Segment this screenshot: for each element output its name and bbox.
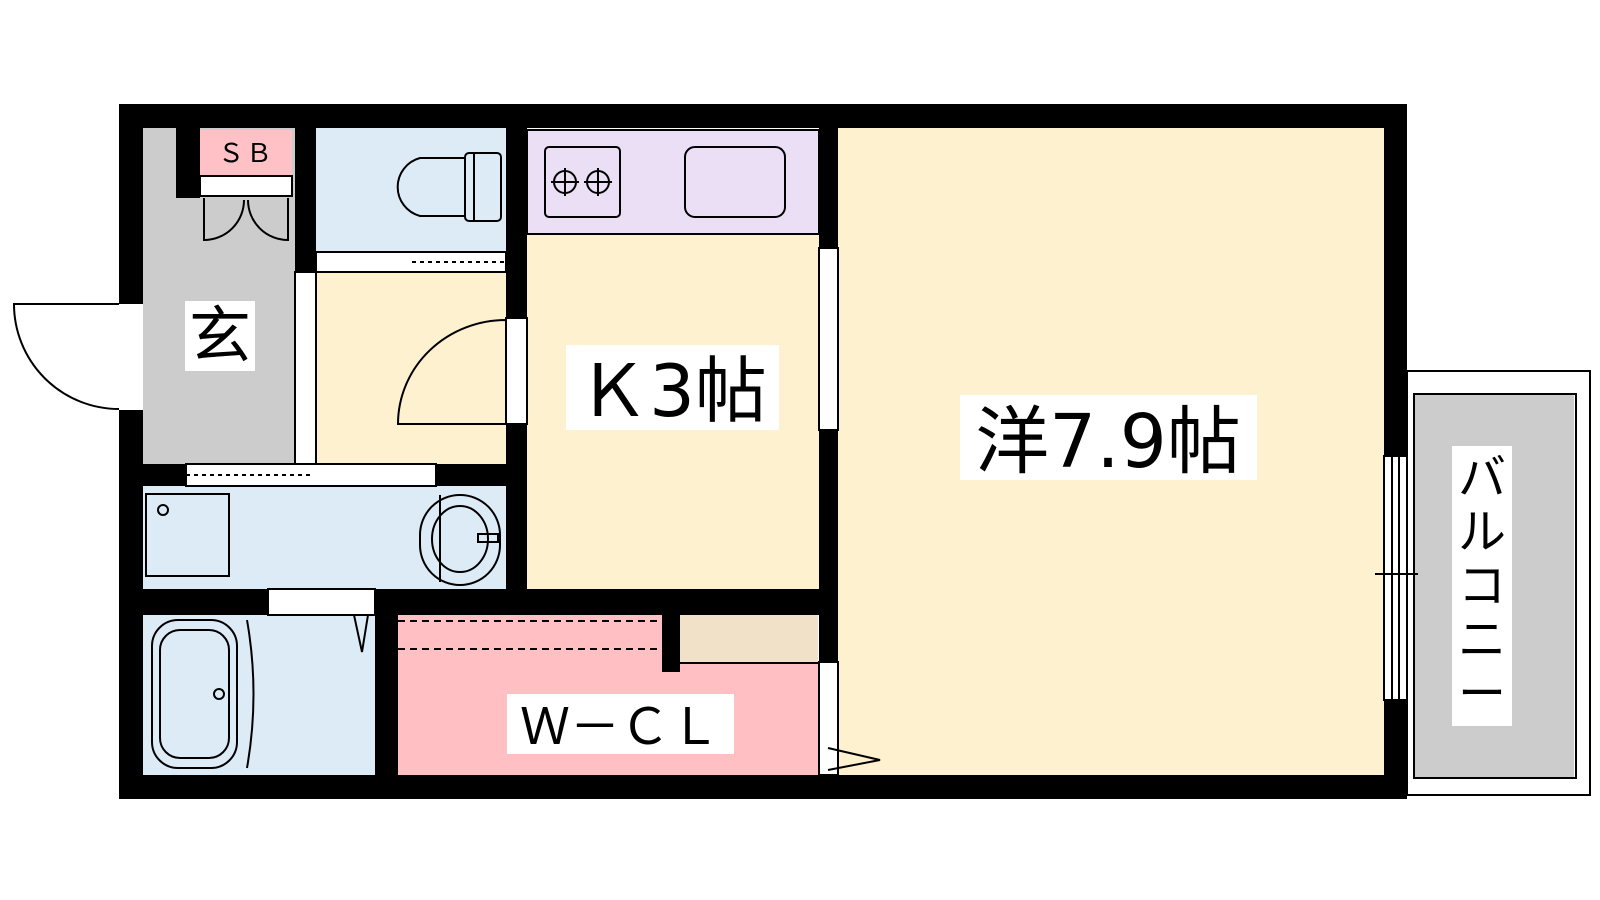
closet-door-swing [827,747,881,771]
openings [119,175,1418,776]
outer-wall-right-top [1384,104,1407,456]
sb-door-swing-left [203,198,245,242]
sink-icon [684,146,786,218]
label-backgrounds [185,301,1512,754]
balcony-inner-outline [1413,393,1577,779]
hall-door-gap [294,271,317,465]
kitchen-door-gap [505,317,528,425]
door-swings [12,198,881,771]
walk-in-closet-label: Ｗ－ＣＬ [520,698,720,756]
kitchen-label-bg [566,345,779,430]
wall-kitchen-bottom [143,589,838,615]
balcony-char-2: ル [1458,504,1506,560]
closet-rails [398,620,662,650]
washing-machine-pan-icon [145,493,230,577]
toilet-floor [316,128,506,252]
wall-genkan-toilet [295,128,316,272]
hall-floor [316,272,506,464]
closet-door-gap [818,661,839,776]
kitchen-label: Ｋ3帖 [577,349,767,433]
outer-wall-left-top [119,104,143,304]
wall-kitchen-western [819,128,838,248]
fixtures [145,146,786,769]
outer-wall-right-bottom [1384,700,1407,799]
genkan-label: 玄 [189,299,251,372]
toilet-icon [396,152,502,222]
stove-icon [544,146,621,218]
outer-wall-top [119,104,1407,128]
sb-inner-wall [199,175,293,197]
bathroom-floor [143,615,375,775]
bathtub-icon [151,619,255,769]
balcony-label: バ ル コ ニ ー [1458,450,1506,722]
entrance-door-gap [119,304,143,410]
washing-machine-drain-icon [157,504,169,516]
wall-genkan-sb-side [176,128,200,198]
hall-door-swing [396,319,507,425]
washroom-floor [143,486,506,589]
balcony-window-gap [1383,455,1408,701]
balcony-label-bg [1452,446,1512,726]
closet-shelf [680,615,818,663]
walls [119,104,1407,799]
balcony-char-1: バ [1458,450,1506,506]
outer-wall-bottom [119,775,1407,799]
balcony-char-4: ニ [1458,612,1506,668]
wash-basin-icon [419,494,501,586]
entrance-door-swing [12,303,120,410]
closet-label-bg [507,694,734,754]
shoe-box-label: ＳＢ [218,139,274,169]
western-room-label: 洋7.9帖 [975,399,1241,485]
outer-wall-left-bottom [119,410,143,799]
wall-closet-shelf [662,608,680,672]
shoe-box [200,130,292,176]
western-label-bg [960,395,1257,480]
toilet-door-gap [315,251,507,273]
bath-door-gap [267,588,376,616]
sb-door-swing-right [247,198,289,242]
bath-door-swing [353,614,369,653]
balcony-char-3: コ [1458,558,1506,614]
wall-bath-closet [375,615,398,775]
wall-kitchen-western-lower [819,430,838,662]
genkan-label-bg [185,301,255,371]
western-door-gap [818,247,839,431]
wash-door-gap [185,463,437,487]
room-fills [143,128,1574,777]
balcony-outline [1406,370,1591,796]
balcony-char-5: ー [1458,666,1506,722]
